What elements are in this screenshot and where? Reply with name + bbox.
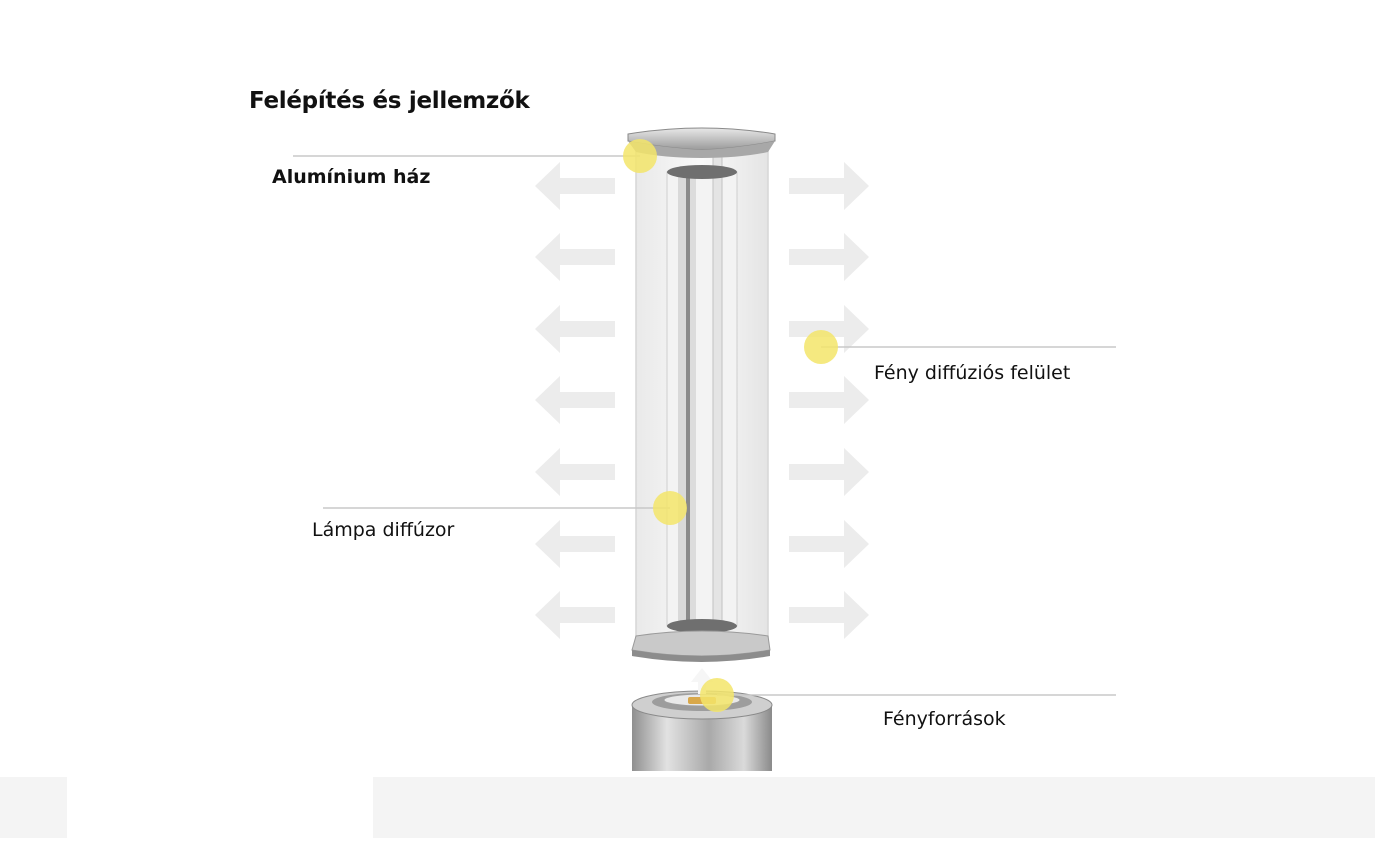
arrow-right-icon bbox=[789, 305, 869, 353]
arrow-left-icon bbox=[535, 233, 615, 281]
callout-diffusion-surface: Fény diffúziós felület bbox=[874, 362, 1071, 384]
arrow-right-icon bbox=[789, 520, 869, 568]
arrow-right-icon bbox=[789, 233, 869, 281]
arrow-left-icon bbox=[535, 591, 615, 639]
arrow-left-icon bbox=[535, 448, 615, 496]
aluminium-top-cap bbox=[627, 127, 776, 158]
lamp-diffuser-tube bbox=[635, 141, 769, 653]
footer-band-left bbox=[0, 777, 67, 838]
arrow-right-icon bbox=[789, 376, 869, 424]
arrow-right-icon bbox=[789, 448, 869, 496]
arrow-left-icon bbox=[535, 162, 615, 210]
callout-light-sources: Fényforrások bbox=[883, 708, 1006, 730]
callout-housing: Alumínium ház bbox=[272, 166, 431, 188]
arrow-left-icon bbox=[535, 520, 615, 568]
arrow-right-icon bbox=[789, 591, 869, 639]
marker-light-sources bbox=[700, 678, 734, 712]
arrow-right-icon bbox=[789, 162, 869, 210]
arrow-left-icon bbox=[535, 305, 615, 353]
marker-housing bbox=[623, 139, 657, 173]
marker-lamp-diffuser bbox=[653, 491, 687, 525]
right-emission-arrows bbox=[789, 162, 869, 639]
marker-diffusion-surface bbox=[804, 330, 838, 364]
callout-lamp-diffuser: Lámpa diffúzor bbox=[312, 519, 455, 541]
left-emission-arrows bbox=[535, 162, 615, 639]
aluminium-bottom-cap bbox=[631, 630, 771, 662]
light-source-base bbox=[631, 668, 773, 771]
diagram-title: Felépítés és jellemzők bbox=[249, 88, 530, 114]
footer-band-right bbox=[373, 777, 1375, 838]
arrow-left-icon bbox=[535, 376, 615, 424]
